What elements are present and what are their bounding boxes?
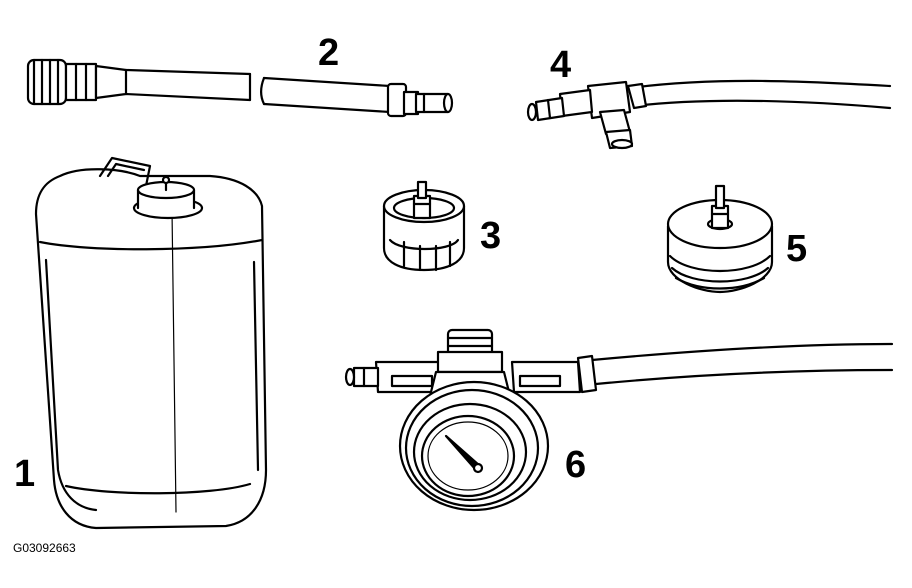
callout-3: 3 xyxy=(480,215,502,257)
pressure-gauge xyxy=(400,382,548,510)
adapter-cap-small xyxy=(384,182,464,270)
container-body xyxy=(36,169,266,528)
figure-id: G03092663 xyxy=(13,541,76,555)
callout-5: 5 xyxy=(786,228,808,270)
coolant-container xyxy=(36,158,266,528)
callout-2: 2 xyxy=(318,32,340,74)
hose-coupler-nut xyxy=(28,60,126,104)
hose-with-coupler xyxy=(28,60,452,116)
t-connector-hose xyxy=(630,81,890,108)
container-handle xyxy=(100,158,150,186)
hose-segment-left xyxy=(126,70,250,100)
hose-end-fitting xyxy=(388,84,452,116)
callout-1: 1 xyxy=(14,453,36,495)
t-connector xyxy=(528,81,890,148)
pressure-tester xyxy=(346,330,892,510)
tester-hose xyxy=(592,344,892,384)
callout-6: 6 xyxy=(565,444,587,486)
adapter-cap-large xyxy=(668,186,772,292)
container-cap xyxy=(134,177,202,218)
callout-4: 4 xyxy=(550,44,572,86)
hose-segment-right xyxy=(264,78,390,112)
